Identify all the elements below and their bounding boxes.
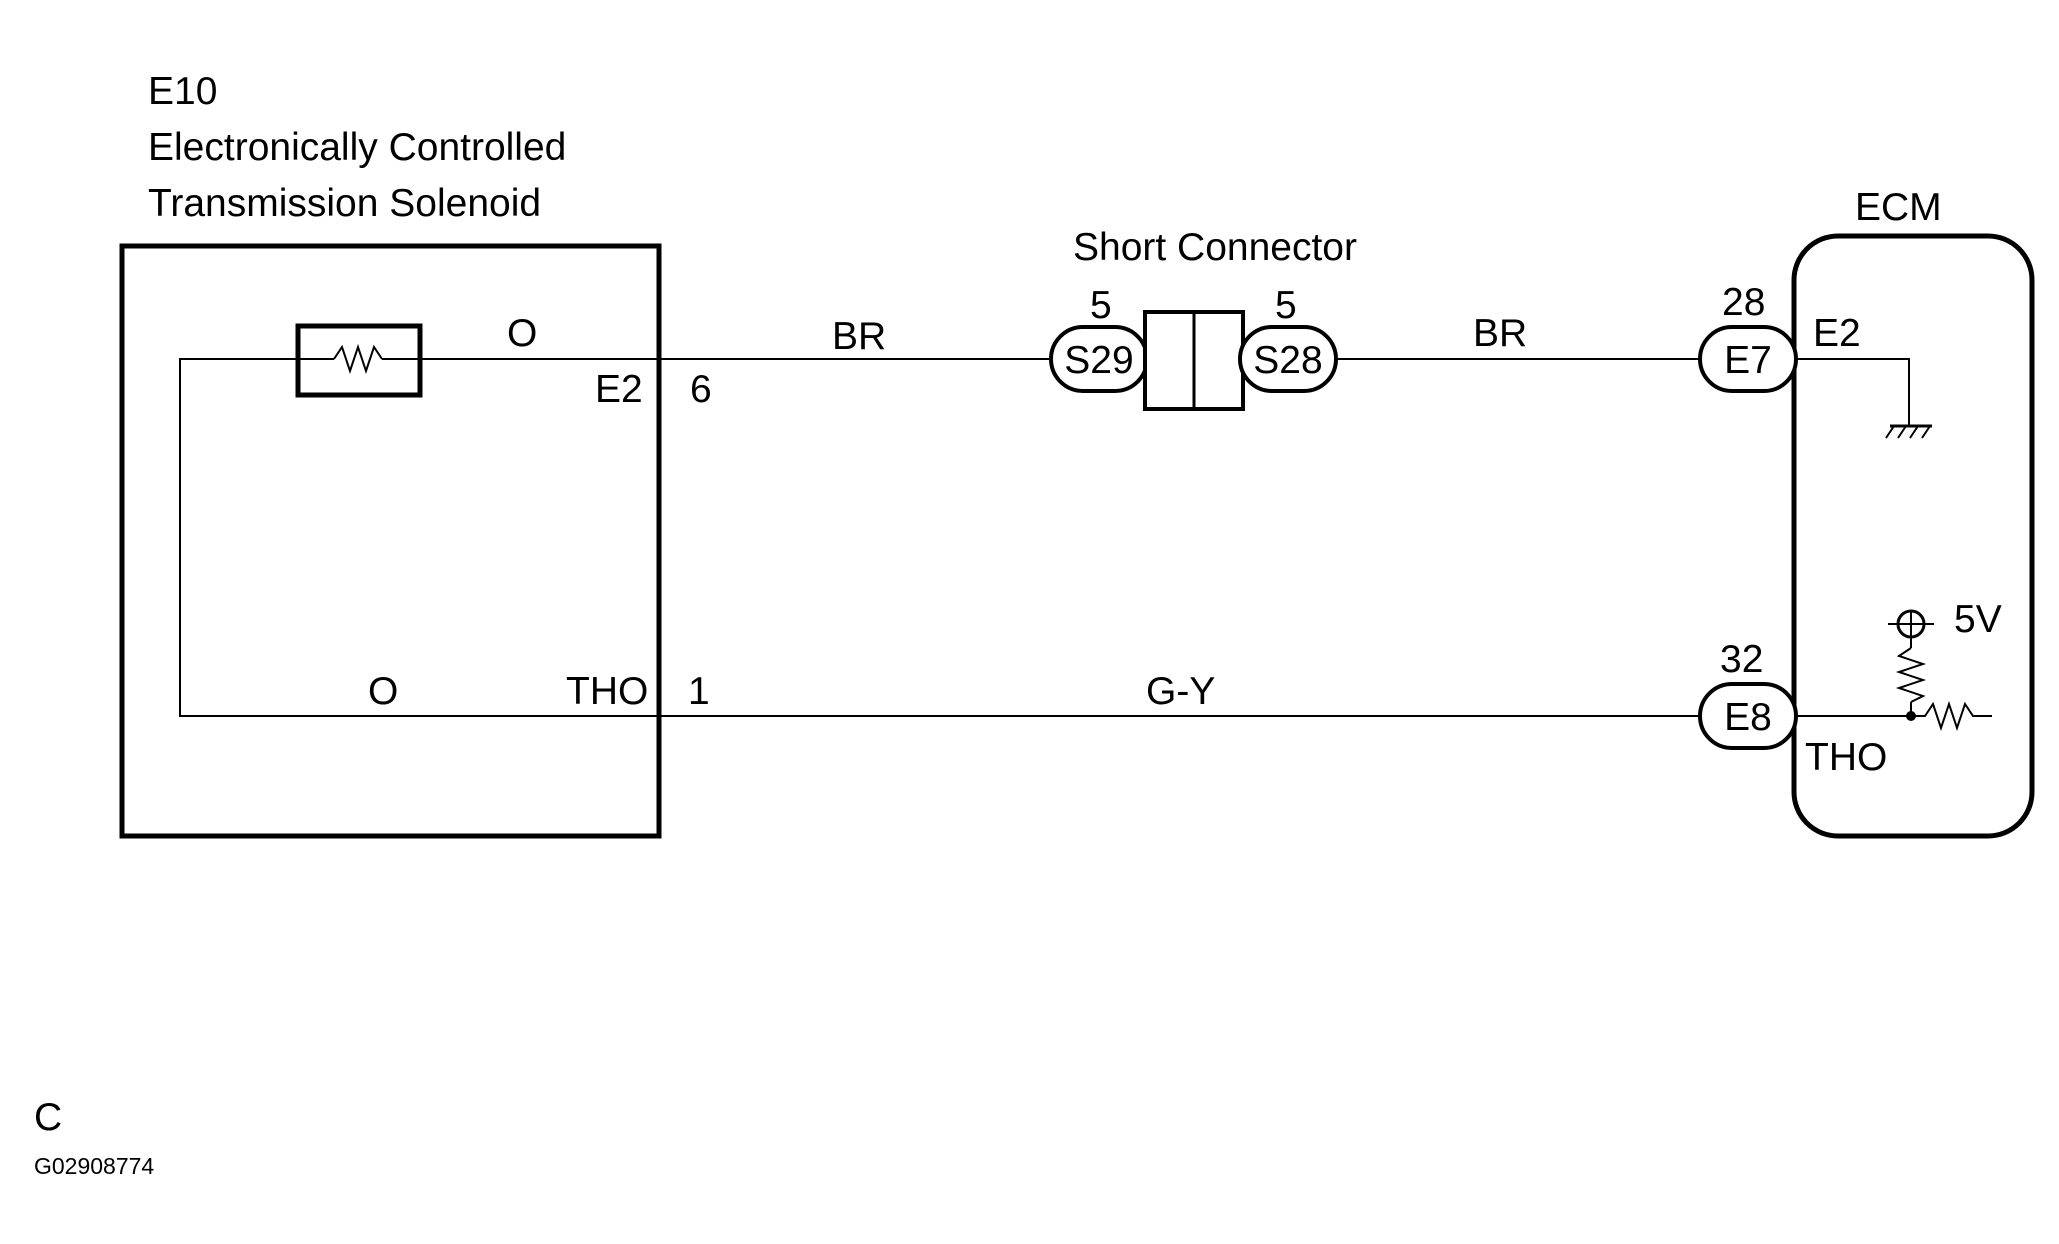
solenoid-box — [119, 243, 662, 839]
internal-wire-bottom-color: O — [368, 670, 398, 713]
ecm-connector-bottom-pin: 32 — [1720, 638, 1763, 681]
section-letter: C — [34, 1096, 62, 1139]
wire-br-left-label: BR — [832, 315, 886, 358]
pin-e2-name: E2 — [595, 368, 643, 411]
voltage-source-icon — [1888, 609, 1934, 639]
ecm-connector-top-pin: 28 — [1722, 281, 1765, 324]
short-connector-left-pin: 5 — [1090, 284, 1112, 327]
wire-gy-label: G-Y — [1146, 670, 1215, 713]
short-connector-title: Short Connector — [1073, 226, 1357, 269]
connector-e8-label: E8 — [1724, 696, 1772, 739]
connector-e7-label: E7 — [1724, 339, 1772, 382]
ecm-title: ECM — [1855, 186, 1942, 229]
pullup-resistor-icon — [1796, 638, 1927, 721]
figure-id: G02908774 — [34, 1153, 154, 1179]
component-name-line2: Transmission Solenoid — [148, 182, 541, 225]
ecm-terminal-e2: E2 — [1813, 312, 1861, 355]
ecm-box — [1791, 233, 2035, 839]
pin-tho-name: THO — [566, 670, 648, 713]
internal-wire-top-color: O — [507, 312, 537, 355]
ecm-terminal-tho: THO — [1805, 736, 1887, 779]
ground-icon — [1796, 358, 1932, 439]
wire-br-right-label: BR — [1473, 312, 1527, 355]
solenoid-thermistor — [295, 323, 423, 398]
pin-e2-number: 6 — [690, 368, 712, 411]
connector-s29-label: S29 — [1064, 339, 1133, 382]
input-resistor-icon — [1911, 700, 1992, 732]
pin-tho-number: 1 — [688, 670, 710, 713]
component-code: E10 — [148, 70, 217, 113]
supply-voltage-label: 5V — [1954, 598, 2002, 641]
component-name-line1: Electronically Controlled — [148, 126, 566, 169]
short-connector-right-pin: 5 — [1275, 284, 1297, 327]
solenoid-internal-wire — [179, 358, 659, 717]
connector-s28-oval — [1238, 325, 1338, 393]
connector-s28-label: S28 — [1253, 339, 1322, 382]
